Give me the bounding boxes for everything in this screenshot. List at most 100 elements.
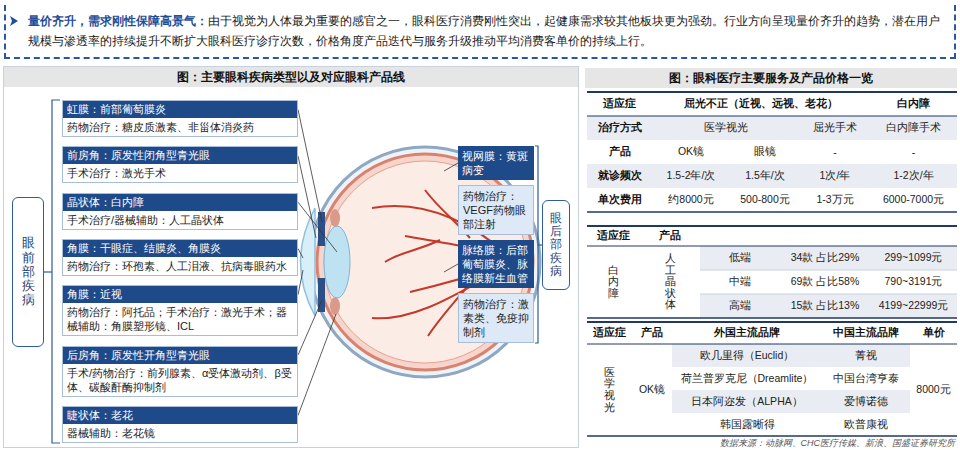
cell-text: 1.5年/次 [745,169,785,183]
cell-text: 韩国露晰得 [720,418,775,432]
table-cell: 1-3万元 [800,188,870,212]
table-cell: 荷兰普罗克尼（Dreamlite） [672,367,822,390]
choroid [317,154,533,370]
table-cell: 中端 [700,270,780,294]
table-cell: 4199~22999元 [870,294,957,318]
table-cell: 6000-7000元 [870,188,957,212]
table-cell: 单价 [910,322,957,344]
table-cell: 低端 [700,246,780,270]
cell-text: - [912,146,916,158]
disease-box: 脉络膜：后部葡萄膜炎、脉络膜新生血管 [458,240,534,288]
leader-line [298,110,322,223]
table-cell: 适应症 [587,322,632,344]
treatment-box: 药物治疗：VEGF药物眼部注射 [458,185,534,235]
leader-line [298,270,303,295]
table-cell: 人工晶状体 [640,246,700,318]
cell-text: 34款 占比29% [791,251,860,265]
table-cell: 菁视 [822,344,910,367]
leader-line [298,314,336,416]
cell-text: 4199~22999元 [879,299,949,313]
disease-box: 角膜：近视药物治疗：阿托品；手术治疗：激光手术；器械辅助：角膜塑形镜、ICL [62,285,298,336]
bracket [535,146,538,343]
treatment-text: 药物治疗：阿托品；手术治疗：激光手术；器械辅助：角膜塑形镜、ICL [63,303,297,335]
disease-name: 角膜：干眼症、结膜炎、角膜炎 [63,240,297,257]
table-cell: 1-2次/年 [870,164,957,188]
cell-text: 1.5-2年/次 [667,169,716,183]
cell-text: 菁视 [855,349,877,363]
cell-text: 低端 [729,251,751,265]
table-cell: 医学视光 [587,344,632,436]
eye-illustration [301,147,541,377]
table-cell: 中国主流品牌 [822,322,910,344]
cell-text: 白内障 [897,97,930,111]
cell-text: 白内障手术 [886,121,941,135]
summary-box: 量价齐升，需求刚性保障高景气：由于视觉为人体最为重要的感官之一，眼科医疗消费刚性… [4,5,956,59]
cell-text: 欧几里得（Euclid） [700,349,795,363]
disease-box: 睫状体：老花器械辅助：老花镜 [62,406,298,443]
table-cell: 790~3191元 [870,270,957,294]
treatment-text: 药物治疗：糖皮质激素、非甾体消炎药 [63,118,297,136]
cell-text: 爱博诺德 [844,395,888,409]
table-cell: 8000元 [910,344,957,436]
table-cell: 医学视光 [652,116,800,140]
disease-box: 前房角：原发性闭角型青光眼手术治疗：激光手术 [62,146,298,183]
cell-text: OK镜 [678,145,704,159]
cell-text: 适应症 [597,229,630,243]
table-cell: OK镜 [632,344,672,436]
figure-panel: 图：主要眼科疾病类型以及对应眼科产品线眼前部疾病虹膜：前部葡萄膜炎药物治疗：糖皮… [3,66,579,448]
treatment-text: 器械辅助：老花镜 [63,424,297,442]
cell-text: - [833,146,837,158]
cell-text: 产品 [609,145,631,159]
treatment-text: 手术治疗/器械辅助：人工晶状体 [63,211,297,229]
table-cell: 欧普康视 [822,413,910,436]
cell-text: 中国台湾亨泰 [833,372,899,386]
source-note: 数据来源：动脉网、CHC医疗传媒、新浪、国盛证券研究所 [587,437,955,450]
table-cell: 韩国露晰得 [672,413,822,436]
table-cell: 爱博诺德 [822,390,910,413]
cell-text: 单次费用 [598,193,642,207]
table-cell: 白内障 [587,246,640,318]
title-band: 图：眼科医疗主要服务及产品价格一览 [585,68,957,88]
leader-line [298,156,316,238]
table-cell: OK镜 [652,140,730,164]
bracket [52,100,60,443]
table-cell: 69款 占比58% [780,270,870,294]
cell-text: 69款 占比58% [791,275,860,289]
disease-box: 视网膜：黄斑病变 [458,146,534,180]
cell-text: 数据来源：动脉网、CHC医疗传媒、新浪、国盛证券研究所 [720,437,956,450]
leader-line [298,300,322,355]
cell-text: 1-3万元 [816,193,853,207]
cell-text: 500-800元 [740,193,790,207]
table-cell: 日本阿迩发（ALPHA） [672,390,822,413]
region-box: 眼前部疾病 [12,197,44,347]
table-cell: 299~1099元 [870,246,957,270]
cell-text: 人工晶状体 [665,253,676,311]
region-box: 眼后部疾病 [542,200,570,290]
price-tables [587,92,957,436]
disease-name: 虹膜：前部葡萄膜炎 [63,101,297,118]
cell-text: 中端 [729,275,751,289]
box-text: 视网膜：黄斑病变 [462,149,530,177]
treatment-text: 手术治疗：激光手术 [63,164,297,182]
panel-title: 图：眼科医疗主要服务及产品价格一览 [585,68,957,88]
disease-name: 后房角：原发性开角型青光眼 [63,347,297,364]
cell-text: 单价 [923,326,945,340]
table-cell: 1次/年 [800,164,870,188]
cell-text: 299~1099元 [884,251,942,265]
table-cell: 中国台湾亨泰 [822,367,910,390]
cell-text: 高端 [729,299,751,313]
table-cell: 产品 [587,140,652,164]
disease-box: 晶状体：白内障手术治疗/器械辅助：人工晶状体 [62,193,298,230]
table-cell: 产品 [632,322,672,344]
cell-text: 治疗方式 [598,121,642,135]
table-cell: 治疗方式 [587,116,652,140]
cell-text: 医学视光 [704,121,748,135]
cell-text: 荷兰普罗克尼（Dreamlite） [681,372,814,386]
cell-text: 适应症 [603,97,636,111]
box-text: 药物治疗：VEGF药物眼部注射 [463,189,529,231]
cell-text: 产品 [659,229,681,243]
table-cell: 适应症 [587,226,640,246]
disease-name: 睫状体：老花 [63,407,297,424]
ciliary-body [330,297,340,315]
bracket [44,271,52,272]
